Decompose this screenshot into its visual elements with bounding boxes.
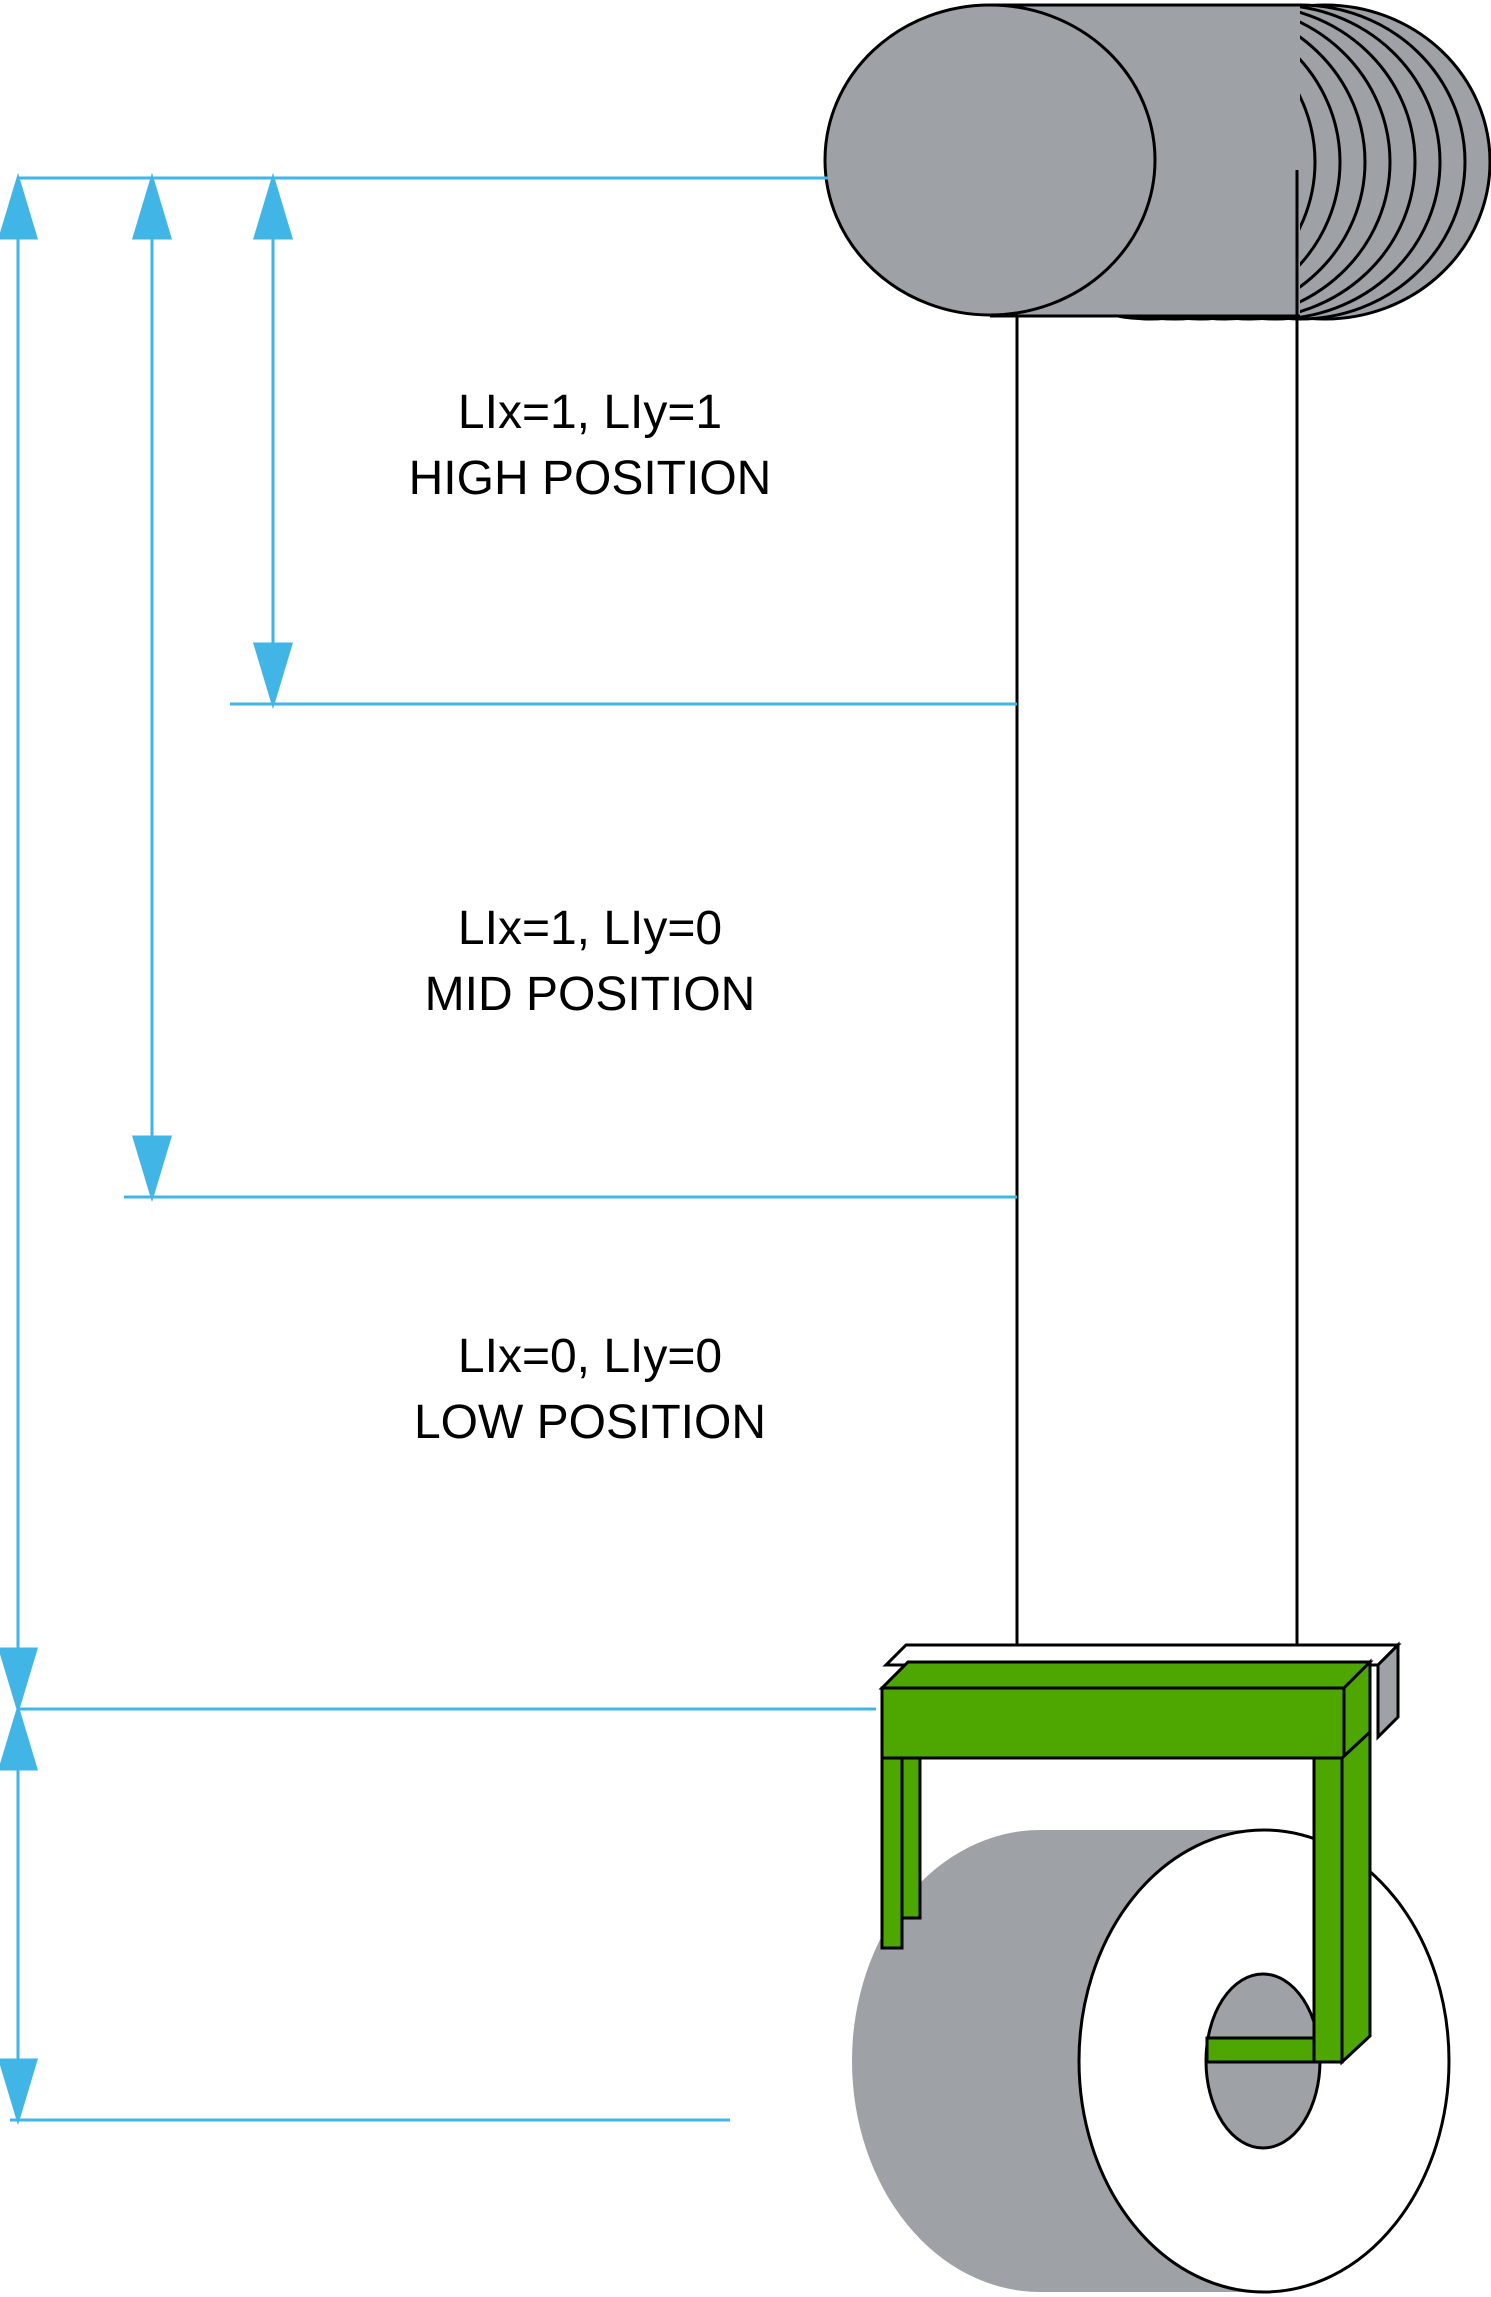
- dimension-lines: [0, 172, 1017, 2126]
- arrow-high-down-icon: [252, 642, 294, 710]
- arrow-high-up-icon: [252, 172, 294, 240]
- arrow-mid-down-icon: [131, 1135, 173, 1203]
- label-low-name: LOW POSITION: [413, 1396, 767, 1449]
- arrow-roller-down-icon: [0, 2058, 39, 2126]
- label-mid-code: LIx=1, LIy=0: [457, 902, 723, 955]
- arrow-mid-up-icon: [131, 172, 173, 240]
- label-mid: LIx=1, LIy=0 MID POSITION: [340, 896, 840, 1028]
- top-roller: [823, 3, 1491, 321]
- label-low-code: LIx=0, LIy=0: [457, 1330, 723, 1383]
- label-high: LIx=1, LIy=1 HIGH POSITION: [340, 380, 840, 512]
- label-low: LIx=0, LIy=0 LOW POSITION: [340, 1324, 840, 1456]
- green-bracket: [878, 1641, 1402, 2066]
- arrow-low-down-icon: [0, 1647, 39, 1715]
- arrow-roller-up-icon: [0, 1703, 39, 1771]
- label-mid-name: MID POSITION: [424, 968, 756, 1021]
- label-high-name: HIGH POSITION: [408, 452, 772, 505]
- arrow-low-up-icon: [0, 172, 39, 240]
- top-roller-face: [823, 3, 1157, 317]
- hanging-straps: [1015, 170, 1299, 1645]
- label-high-code: LIx=1, LIy=1: [457, 386, 723, 439]
